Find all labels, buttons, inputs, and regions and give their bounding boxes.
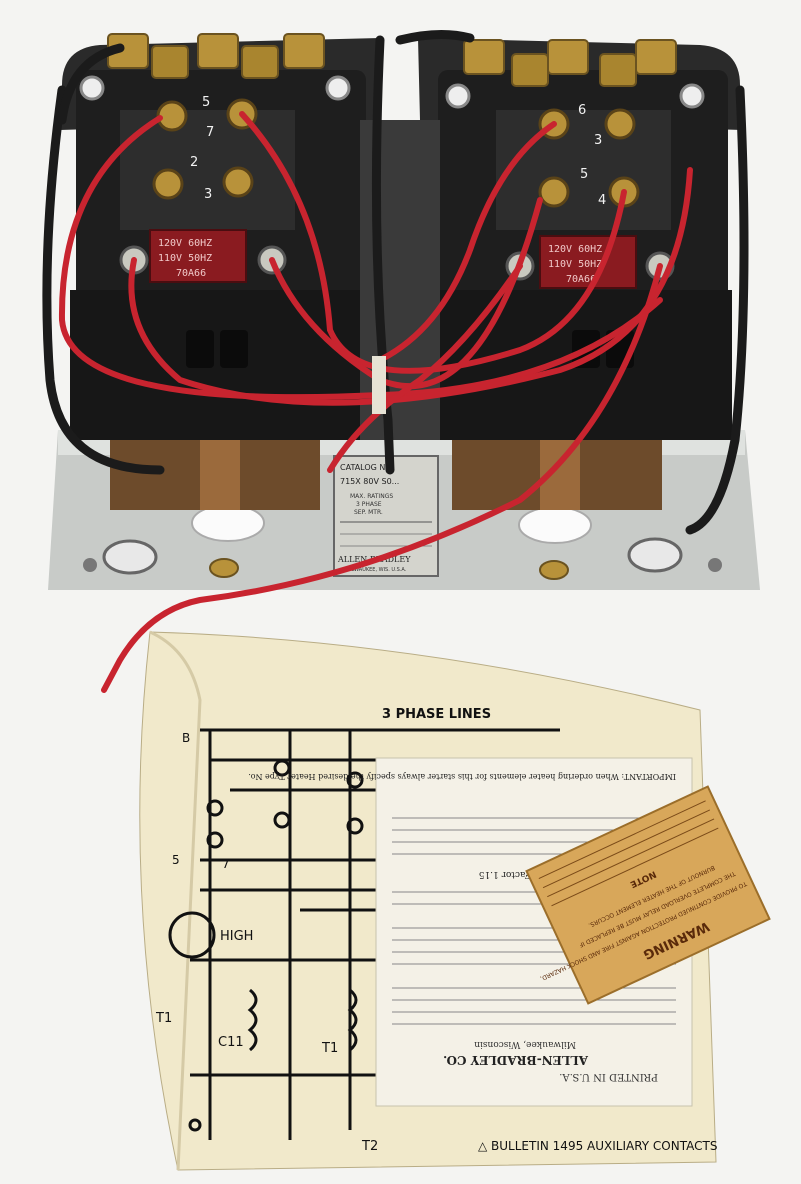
svg-text:3 PHASE: 3 PHASE (356, 501, 382, 508)
svg-text:T2: T2 (361, 1139, 378, 1154)
svg-text:MAX. RATINGS: MAX. RATINGS (350, 493, 393, 500)
terminal-number: 5 (580, 167, 588, 182)
svg-text:110V 50HZ: 110V 50HZ (158, 253, 212, 264)
svg-text:70A66: 70A66 (176, 268, 206, 279)
svg-text:715X 80V S0...: 715X 80V S0... (340, 477, 399, 486)
svg-text:ALLEN-BRADLEY CO.: ALLEN-BRADLEY CO. (443, 1053, 589, 1067)
svg-text:Milwaukee, Wisconsin: Milwaukee, Wisconsin (474, 1039, 576, 1049)
svg-text:110V 50HZ: 110V 50HZ (548, 259, 602, 270)
svg-text:△ BULLETIN 1495 AUXILIARY CONT: △ BULLETIN 1495 AUXILIARY CONTACTS (478, 1139, 717, 1153)
terminal-number: 4 (598, 193, 606, 208)
svg-text:IMPORTANT: When ordering heate: IMPORTANT: When ordering heater elements… (248, 772, 676, 781)
svg-text:5: 5 (172, 853, 180, 867)
svg-text:SEP. MTR.: SEP. MTR. (354, 509, 383, 516)
coil-label-right: 120V 60HZ 110V 50HZ 70A66 (539, 235, 637, 289)
aux-terminals-left: 5 7 2 3 (119, 95, 287, 275)
diagram-title: 3 PHASE LINES (382, 707, 491, 722)
terminal-number: 3 (204, 187, 212, 202)
terminal-number: 5 (202, 95, 210, 110)
svg-text:120V 60HZ: 120V 60HZ (548, 244, 602, 255)
coil-assemblies (110, 440, 662, 510)
svg-text:Service Factor 1.15: Service Factor 1.15 (478, 869, 568, 879)
terminal-number: 6 (578, 103, 586, 118)
coil-label-left: 120V 60HZ 110V 50HZ 70A66 (149, 229, 247, 283)
svg-text:T1: T1 (321, 1041, 338, 1056)
cable-tie (372, 356, 386, 414)
line-terminals (107, 33, 677, 87)
svg-text:C11: C11 (218, 1035, 244, 1050)
svg-text:HIGH: HIGH (220, 929, 253, 944)
svg-text:PRINTED IN U.S.A.: PRINTED IN U.S.A. (559, 1071, 658, 1082)
svg-text:7: 7 (222, 857, 230, 871)
red-wires (58, 111, 693, 693)
terminal-number: 7 (206, 125, 214, 140)
terminal-number: 2 (190, 155, 198, 170)
svg-text:T1: T1 (155, 1011, 172, 1026)
svg-text:B: B (182, 731, 190, 745)
svg-text:70A66: 70A66 (566, 274, 596, 285)
svg-text:CATALOG NO.: CATALOG NO. (340, 463, 394, 472)
svg-text:120V 60HZ: 120V 60HZ (158, 238, 212, 249)
svg-text:MILWAUKEE, WIS. U.S.A.: MILWAUKEE, WIS. U.S.A. (346, 567, 407, 573)
terminal-number: 3 (594, 133, 602, 148)
